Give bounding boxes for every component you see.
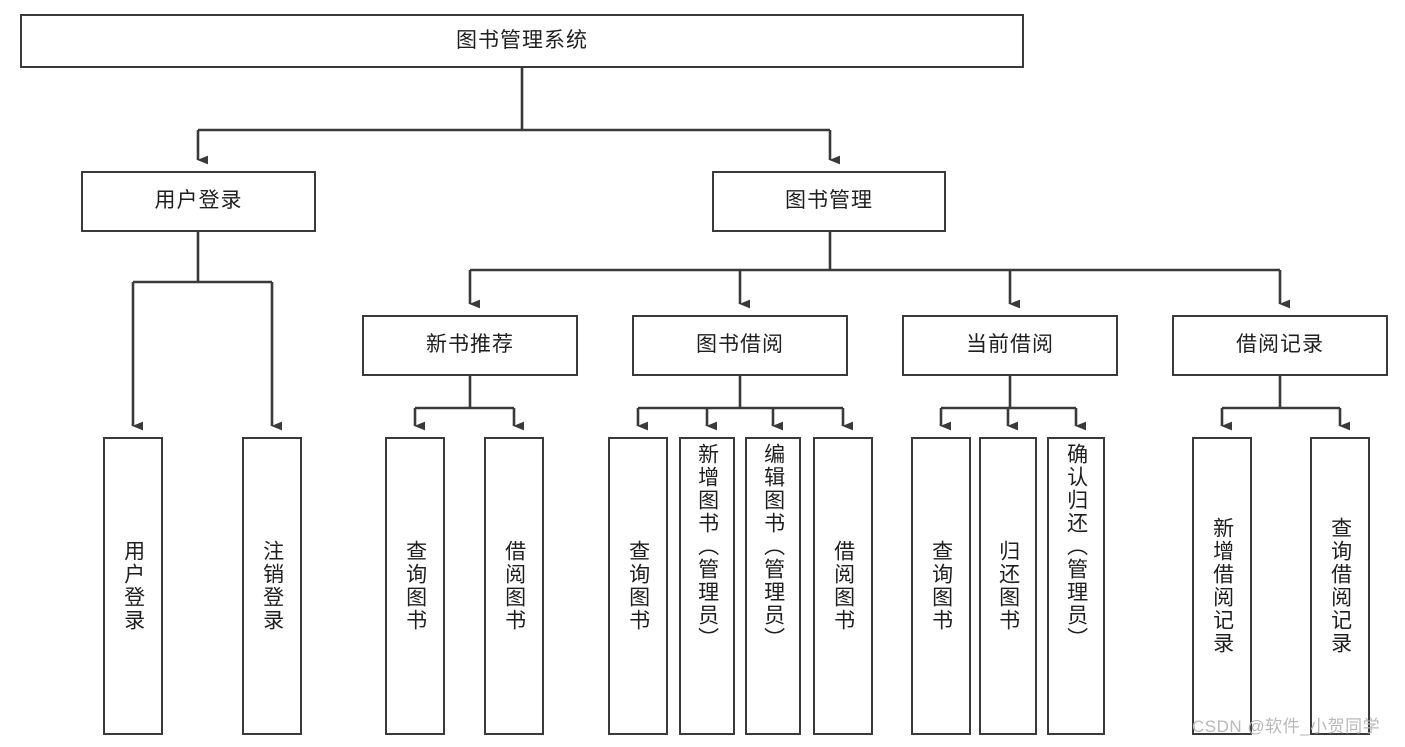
leaf-label: 确认归还（管理员） [1064,443,1088,650]
node-borrow-record[interactable]: 借阅记录 [1172,315,1388,376]
leaf-record-add-borrow-record[interactable]: 新增借阅记录 [1192,437,1252,735]
leaf-label: 查询图书 [929,540,953,632]
node-label: 新书推荐 [426,333,514,357]
node-new-book-recommend[interactable]: 新书推荐 [362,315,578,376]
leaf-label: 编辑图书（管理员） [761,443,785,650]
node-label: 图书借阅 [696,333,784,357]
leaf-current-query-book[interactable]: 查询图书 [911,437,971,735]
node-label: 借阅记录 [1236,333,1324,357]
csdn-watermark: CSDN @软件_小贺同学 [1192,717,1381,736]
leaf-borrow-borrow-book[interactable]: 借阅图书 [813,437,873,735]
node-label: 用户登录 [154,189,243,213]
node-label: 图书管理系统 [456,28,588,52]
leaf-current-return-book[interactable]: 归还图书 [979,437,1037,735]
leaf-label: 查询借阅记录 [1328,517,1352,655]
leaf-label: 新增借阅记录 [1210,517,1234,655]
leaf-borrow-add-book-admin[interactable]: 新增图书（管理员） [679,437,735,735]
leaf-label: 用户登录 [121,540,145,632]
leaf-user-login-login[interactable]: 用户登录 [103,437,163,735]
node-book-borrow[interactable]: 图书借阅 [632,315,848,376]
leaf-label: 借阅图书 [831,540,855,632]
node-root-book-management-system[interactable]: 图书管理系统 [20,14,1024,68]
node-current-borrow[interactable]: 当前借阅 [902,315,1118,376]
leaf-borrow-edit-book-admin[interactable]: 编辑图书（管理员） [745,437,801,735]
leaf-record-query-borrow-record[interactable]: 查询借阅记录 [1310,437,1370,735]
leaf-new-book-borrow-book[interactable]: 借阅图书 [484,437,544,735]
leaf-label: 新增图书（管理员） [695,443,719,650]
leaf-user-login-logout[interactable]: 注销登录 [242,437,302,735]
node-user-login[interactable]: 用户登录 [81,171,316,232]
leaf-label: 查询图书 [403,540,427,632]
node-label: 当前借阅 [966,333,1054,357]
leaf-label: 注销登录 [260,540,284,632]
leaf-label: 归还图书 [996,540,1020,632]
leaf-current-confirm-return-admin[interactable]: 确认归还（管理员） [1047,437,1105,735]
node-book-management[interactable]: 图书管理 [712,171,946,232]
leaf-label: 查询图书 [626,540,650,632]
leaf-new-book-query-book[interactable]: 查询图书 [385,437,445,735]
node-label: 图书管理 [785,189,873,213]
leaf-label: 借阅图书 [502,540,526,632]
leaf-borrow-query-book[interactable]: 查询图书 [608,437,668,735]
